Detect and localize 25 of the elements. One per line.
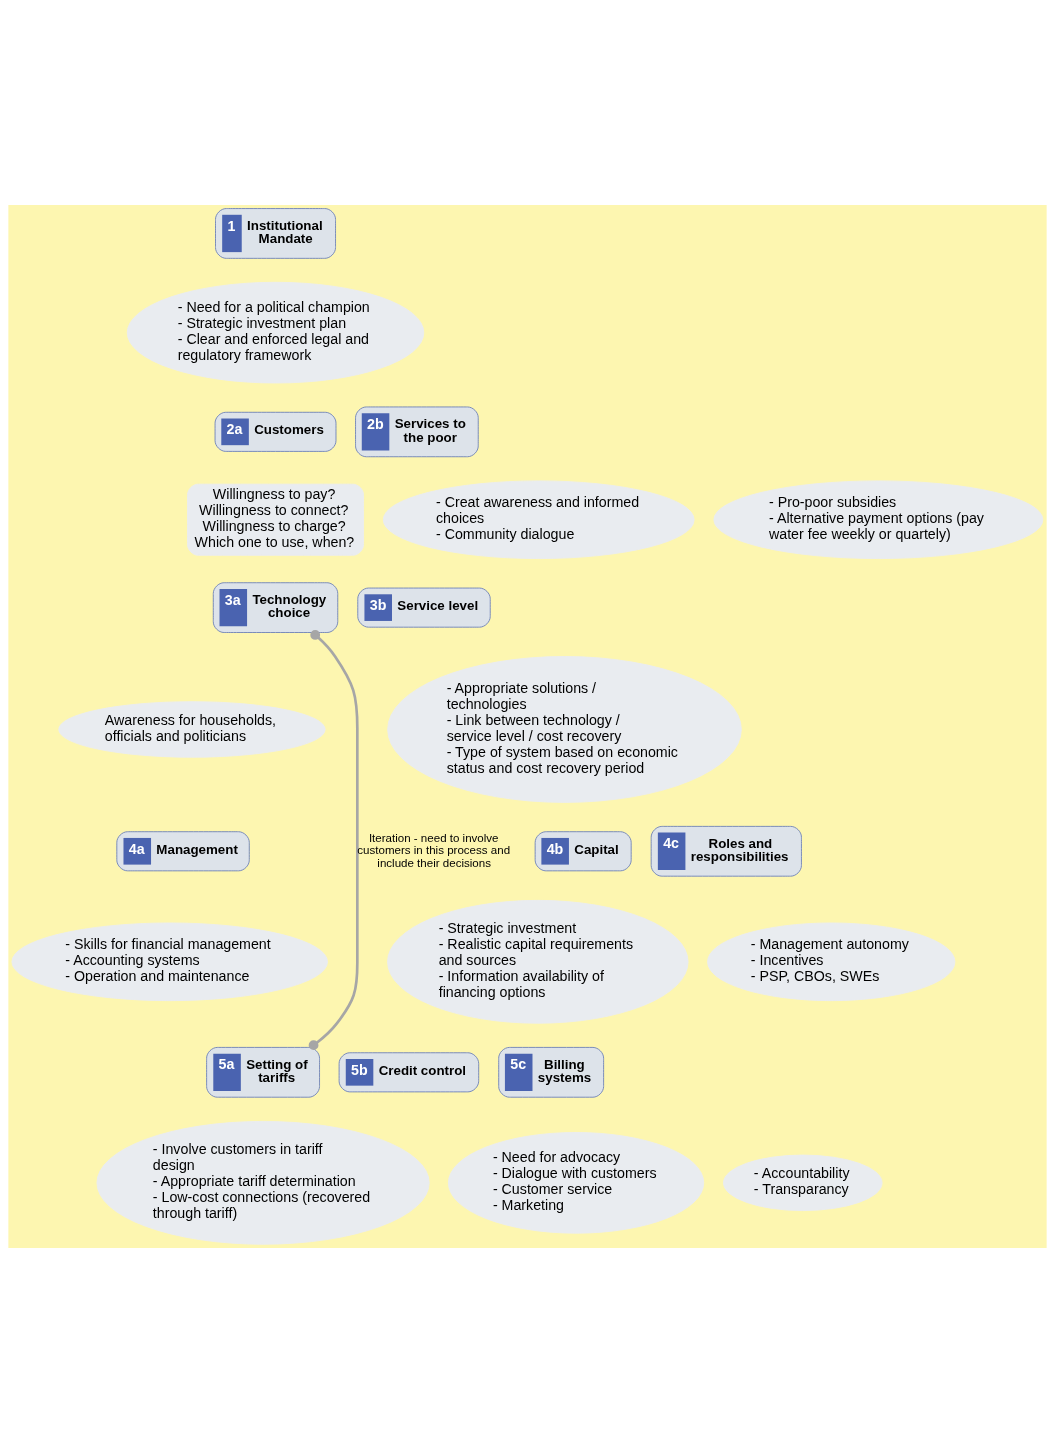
node-ellipse: - Strategic investment - Realistic capital requirements and sources - Information availability of financing options xyxy=(387,899,689,1024)
node-ellipse: - Skills for financial management - Accounting systems - Operation and maintenance xyxy=(11,922,328,1001)
node-box: 4c Roles and responsibilities xyxy=(650,825,802,877)
node-ellipse: - Need for a political champion - Strategic investment plan - Clear and enforced legal and regulatory framework xyxy=(126,281,425,383)
node-box: 3b Service level xyxy=(357,587,491,628)
node-box: 5b Credit control xyxy=(338,1051,480,1092)
node-ellipse: Awareness for households, officials and politicians xyxy=(58,700,326,758)
node-ellipse: - Involve customers in tariff design - Appropriate tariff determination - Low-cost connections (recovered through tariff) xyxy=(96,1120,430,1245)
connector xyxy=(308,629,359,1050)
node-box: 5c Billing systems xyxy=(498,1046,605,1098)
node-box: Willingness to pay? Willingness to connect? Willingness to charge? Which one to use, when? xyxy=(187,483,364,556)
node-ellipse: - Pro-poor subsidies - Alternative payment options (pay water fee weekly or quartely) xyxy=(713,479,1044,559)
node-ellipse: - Appropriate solutions / technologies - Link between technology / service level / cost recovery - Type of system based on economic status and cost recovery period xyxy=(387,655,742,803)
node-ellipse: - Need for advocacy - Dialogue with customers - Customer service - Marketing xyxy=(447,1131,705,1234)
node-box: 3a Technology choice xyxy=(212,581,339,633)
node-ellipse: - Management autonomy - Incentives - PSP, CBOs, SWEs xyxy=(707,922,956,1001)
node-box: 5a Setting of tariffs xyxy=(206,1046,320,1098)
node-ellipse: - Accountability - Transparancy xyxy=(723,1154,883,1211)
node-box: 2a Customers xyxy=(214,411,337,452)
node-ellipse: - Creat awareness and informed choices - Community dialogue xyxy=(382,479,695,559)
node-box: 2b Services to the poor xyxy=(355,406,479,457)
node-box: 4b Capital xyxy=(534,830,632,871)
node-box: 4a Management xyxy=(116,830,250,871)
node-box: 1 Institutional Mandate xyxy=(215,207,336,259)
edge-label: Iteration - need to involve customers in this process and include their decisions xyxy=(357,831,511,869)
